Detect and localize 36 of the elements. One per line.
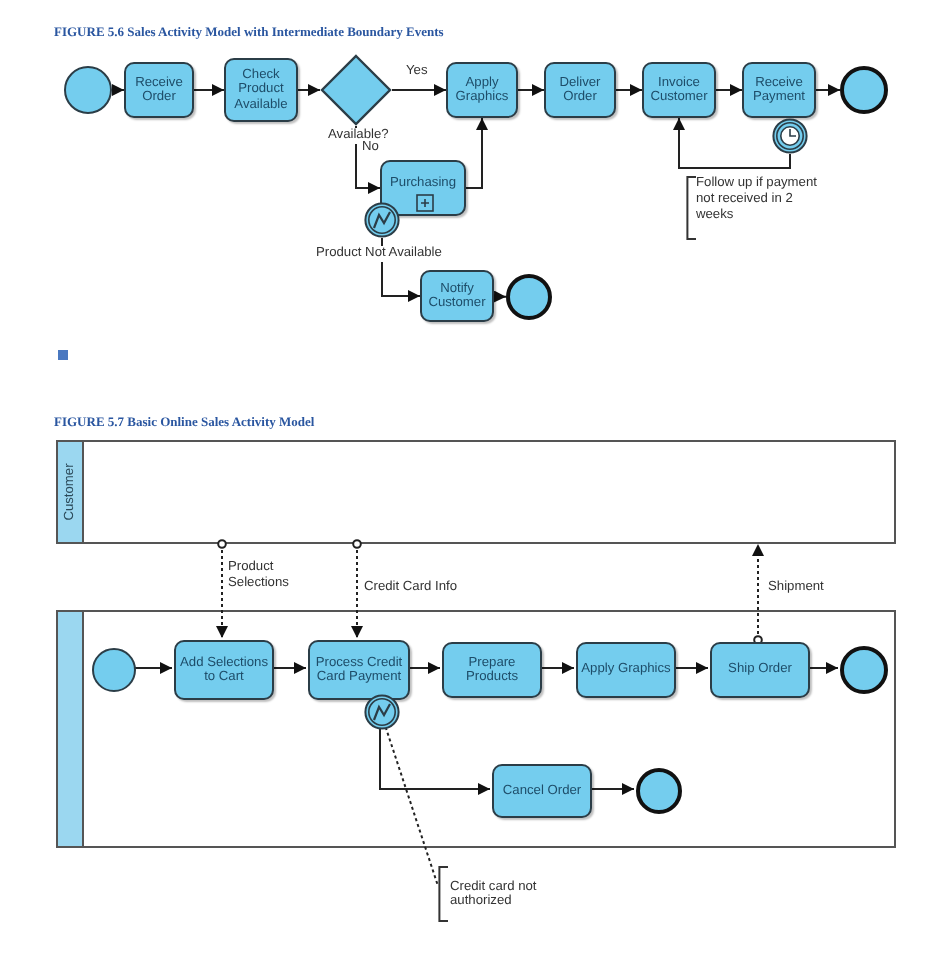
end-event (840, 66, 888, 114)
error-event-icon (364, 202, 400, 238)
sequence-flow-arrow (379, 727, 491, 795)
sequence-flow-arrow (673, 662, 709, 674)
message-flow-arrow (351, 539, 363, 639)
sequence-flow-arrow (193, 84, 225, 96)
sequence-flow-arrow (391, 84, 447, 96)
sequence-flow-arrow (517, 84, 545, 96)
end-event (636, 768, 682, 814)
end-event (840, 646, 888, 694)
sequence-flow-arrow (493, 290, 507, 303)
sequence-flow-arrow (465, 117, 488, 189)
swimlane-pool (56, 440, 896, 544)
sequence-flow-arrow (407, 662, 441, 674)
sequence-flow-arrow (589, 783, 635, 795)
sequence-flow-arrow (715, 84, 743, 96)
end-event (506, 274, 552, 320)
sequence-flow-arrow (539, 662, 575, 674)
start-event (92, 648, 136, 692)
decision-diamond (320, 54, 392, 126)
association-line (384, 726, 439, 887)
start-event (64, 66, 112, 114)
message-flow-arrow (216, 539, 228, 639)
sequence-flow-arrow (133, 662, 173, 674)
sequence-flow-arrow (807, 662, 839, 674)
swimlane-pool (56, 610, 896, 848)
message-flow-arrow (752, 543, 764, 645)
sequence-flow-arrow (615, 84, 643, 96)
timer-event-icon (772, 118, 808, 154)
sequence-flow-arrow (297, 84, 321, 96)
error-event-icon (364, 694, 400, 730)
sequence-flow-arrow (815, 84, 841, 96)
sequence-flow-arrow (381, 237, 421, 302)
sequence-flow-arrow (271, 662, 307, 674)
sequence-flow-arrow (111, 84, 125, 96)
sequence-flow-arrow (673, 117, 791, 169)
